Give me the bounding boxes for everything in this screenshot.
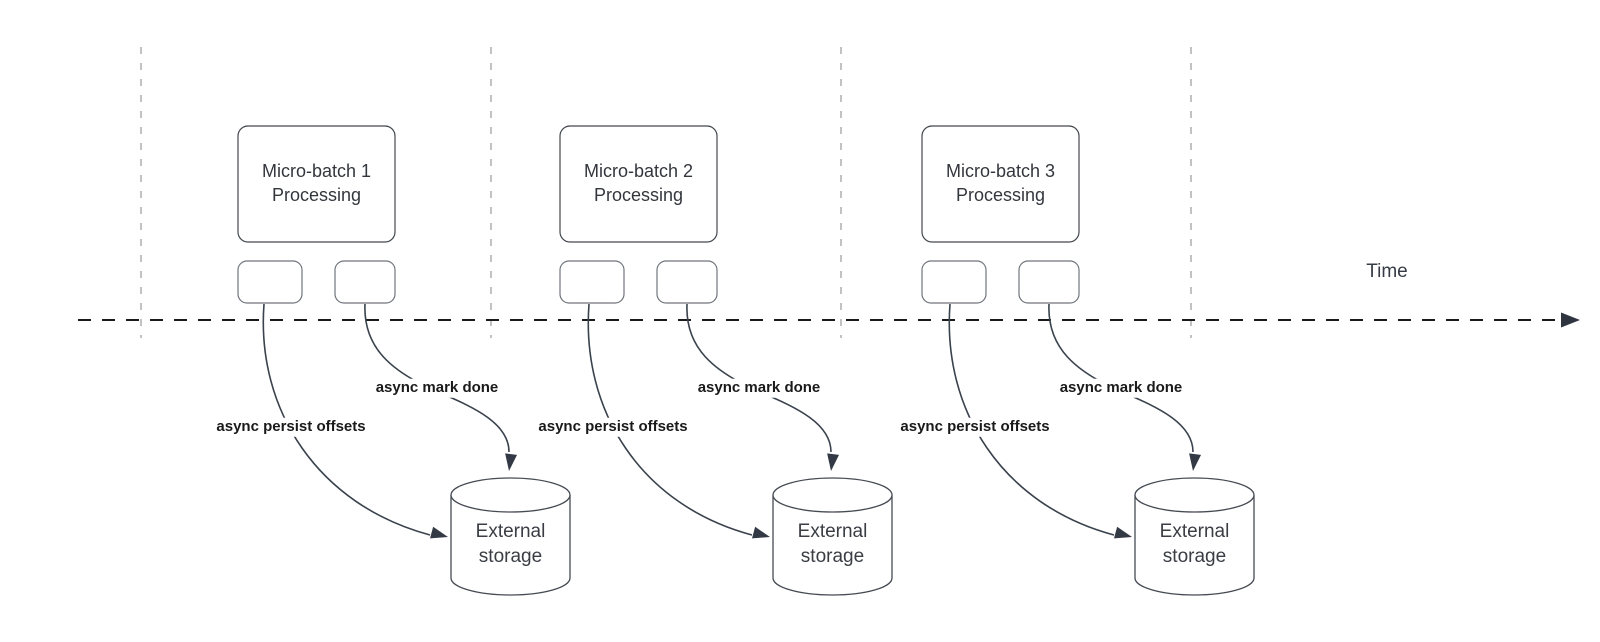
persist-offsets-label-2: async persist offsets: [534, 417, 692, 437]
micro-batch-2-box-title-line: Micro-batch 2: [583, 161, 694, 181]
persist-offsets-arrow-2: [587, 303, 753, 536]
external-storage-title-1-line: External: [475, 521, 546, 542]
mark-done-arrowhead-icon-1: [505, 453, 518, 471]
persist-offsets-arrow-1: [262, 303, 431, 536]
persist-offsets-arrowhead-icon-3: [1114, 526, 1132, 539]
micro-batch-3-box-title-line: Processing: [955, 185, 1046, 205]
micro-batch-2-box-title-line: Processing: [593, 185, 684, 205]
micro-batch-1-box-title-line: Micro-batch 1: [261, 161, 372, 181]
external-storage-cylinder-top-1: [450, 477, 571, 513]
external-storage-title-3-line: External: [1159, 521, 1230, 542]
external-storage-cylinder-top-2: [772, 477, 893, 513]
mark-done-label-3: async mark done: [1055, 378, 1187, 398]
external-storage-title-1: External storage: [476, 519, 546, 569]
persist-offsets-arrowhead-icon-1: [430, 526, 448, 539]
persist-offsets-arrowhead-icon-2: [752, 526, 770, 539]
external-storage-title-2-line: storage: [800, 546, 865, 567]
micro-batch-2-box-title: Micro-batch 2 Processing: [584, 159, 693, 207]
external-storage-title-2-line: External: [797, 521, 868, 542]
time-axis-title: Time: [1366, 261, 1408, 282]
external-storage-cylinder-top-3: [1134, 477, 1255, 513]
external-storage-cylinder-body-1: [450, 495, 571, 596]
persist-offsets-label-3: async persist offsets: [896, 417, 1054, 437]
time-axis-arrowhead-icon: [1561, 312, 1580, 328]
external-storage-cylinder-body-2: [772, 495, 893, 596]
micro-batch-1-box-title-line: Processing: [271, 185, 362, 205]
micro-batch-1-box: [237, 125, 396, 243]
mark-done-task-box-3: [1018, 260, 1080, 304]
mark-done-label-2: async mark done: [693, 378, 825, 398]
external-storage-title-1-line: storage: [478, 546, 543, 567]
micro-batch-1-box-title: Micro-batch 1 Processing: [262, 159, 371, 207]
external-storage-title-2: External storage: [798, 519, 868, 569]
external-storage-cylinder-body-3: [1134, 495, 1255, 596]
mark-done-task-box-2: [656, 260, 718, 304]
persist-offsets-task-box-1: [237, 260, 303, 304]
micro-batch-3-box-title: Micro-batch 3 Processing: [946, 159, 1055, 207]
mark-done-arrowhead-icon-3: [1189, 453, 1202, 471]
persist-offsets-arrow-3: [948, 303, 1115, 536]
external-storage-title-3: External storage: [1160, 519, 1230, 569]
micro-batch-2-box: [559, 125, 718, 243]
mark-done-label-1: async mark done: [371, 378, 503, 398]
persist-offsets-task-box-2: [559, 260, 625, 304]
micro-batch-3-box: [921, 125, 1080, 243]
mark-done-arrowhead-icon-2: [827, 453, 840, 471]
external-storage-title-3-line: storage: [1162, 546, 1227, 567]
mark-done-task-box-1: [334, 260, 396, 304]
micro-batch-3-box-title-line: Micro-batch 3: [945, 161, 1056, 181]
persist-offsets-task-box-3: [921, 260, 987, 304]
persist-offsets-label-1: async persist offsets: [212, 417, 370, 437]
